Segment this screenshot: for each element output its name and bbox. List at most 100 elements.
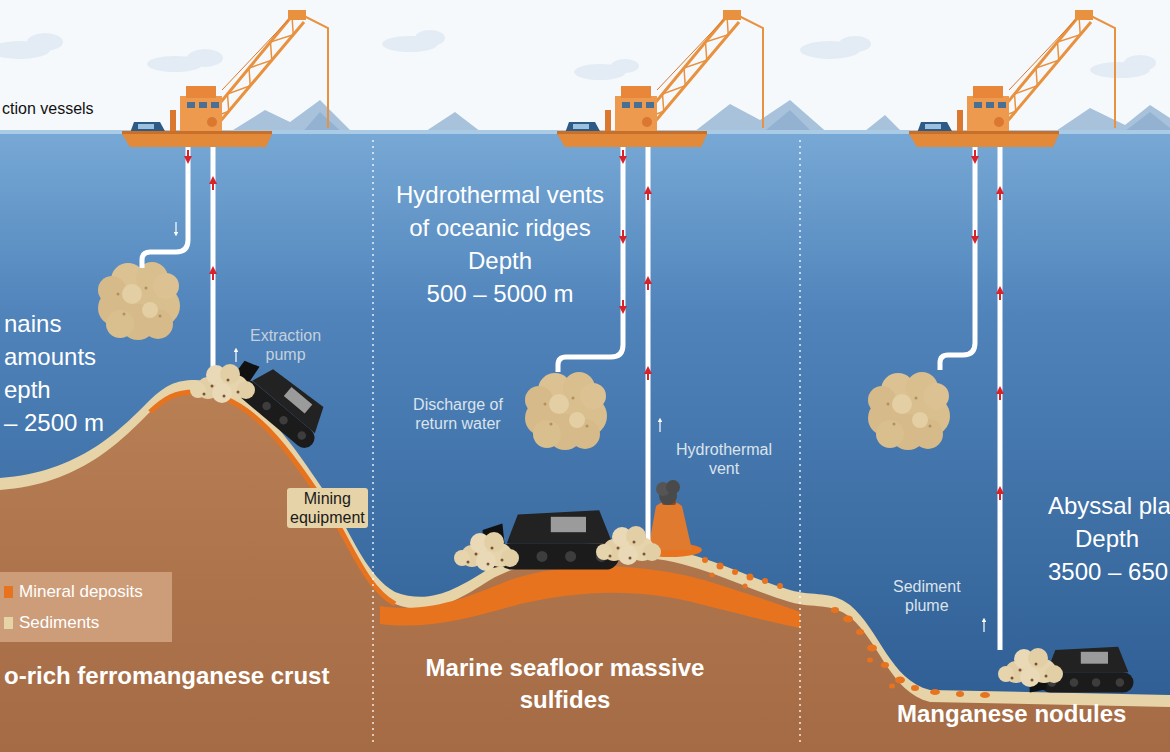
region-heading: Hydrothermal vents of oceanic ridges xyxy=(389,178,611,244)
flow-arrow xyxy=(235,350,236,362)
deposit-title-group: Manganese nodules xyxy=(897,698,1126,730)
mineral-deposits xyxy=(710,573,715,578)
plume-label: Sediment plume xyxy=(893,577,961,615)
legend-box: Mineral depositsSediments xyxy=(0,572,172,642)
panel-column: nains amountsepth– 2500 m o-rich ferroman… xyxy=(0,140,372,752)
flow-arrow xyxy=(999,490,1001,500)
distant-mountains xyxy=(690,100,830,135)
pipe xyxy=(558,147,623,372)
discharge-plume xyxy=(98,262,180,340)
extraction-vessel xyxy=(557,10,763,147)
flow-arrow xyxy=(175,222,176,234)
pipe xyxy=(998,147,1003,650)
pipe xyxy=(940,147,975,370)
extraction-vessel xyxy=(122,10,1115,147)
mineral-deposits xyxy=(856,629,864,635)
mineral-deposits xyxy=(867,645,877,652)
hydrothermal-vent-chimney xyxy=(648,501,692,550)
region-heading: nains amounts xyxy=(4,307,96,373)
vessel-label: ction vessels xyxy=(2,99,94,118)
flow-arrow xyxy=(659,420,660,432)
flow-arrow xyxy=(983,620,984,632)
discharge-plume xyxy=(98,262,950,450)
region-heading-group: Abyssal plaDepth3500 – 650 xyxy=(1048,489,1166,588)
cloud xyxy=(187,49,223,67)
mineral-deposits xyxy=(380,566,800,628)
discharge-plume xyxy=(868,372,950,450)
discharge-label: Discharge of return water xyxy=(408,395,508,433)
legend-text: Mineral deposits xyxy=(19,582,143,602)
flow-arrow xyxy=(999,290,1001,300)
region-heading: epth xyxy=(4,373,104,406)
mineral-deposits xyxy=(717,563,724,570)
mineral-deposits xyxy=(956,691,964,697)
mineral-deposits xyxy=(895,677,905,684)
region-heading: 500 – 5000 m xyxy=(389,277,611,310)
vent-label: Hydrothermal vent xyxy=(676,440,772,478)
deposit-title: Manganese nodules xyxy=(897,698,1126,730)
flow-arrow xyxy=(974,150,976,160)
mineral-deposits xyxy=(831,607,839,613)
mineral-deposits xyxy=(743,584,748,589)
panel-separator xyxy=(799,140,801,745)
flow-arrow xyxy=(622,150,624,160)
deposit-title-group: o-rich ferromanganese crust xyxy=(4,660,329,692)
sediment-dust xyxy=(998,648,1063,687)
panel-separator xyxy=(372,140,374,745)
equipment-label: Mining equipment xyxy=(287,488,368,528)
legend-swatch xyxy=(4,617,13,629)
hydrothermal-vent-chimney xyxy=(666,480,680,494)
pipe xyxy=(211,147,216,370)
cloud xyxy=(0,30,1156,80)
distant-mountains xyxy=(225,100,1170,135)
mineral-deposits xyxy=(702,557,708,563)
region-heading: 3500 – 650 xyxy=(1048,555,1166,588)
legend-text: Sediments xyxy=(19,613,99,633)
mineral-deposits xyxy=(747,574,754,581)
pump-label: Extraction pump xyxy=(250,326,321,364)
mineral-deposits xyxy=(732,569,738,575)
mineral-deposits xyxy=(930,689,940,695)
region-heading-group: nains amountsepth– 2500 m xyxy=(4,307,104,439)
sediment-dust xyxy=(454,532,519,571)
flow-arrow xyxy=(647,370,649,380)
flow-arrow xyxy=(176,150,1000,632)
mineral-deposits xyxy=(889,684,895,689)
mineral-deposits xyxy=(777,583,783,589)
mineral-deposits xyxy=(762,578,768,584)
mineral-deposits xyxy=(980,692,990,698)
flow-arrow xyxy=(974,230,976,240)
cloud xyxy=(839,36,871,52)
mineral-deposits xyxy=(911,685,919,691)
legend-swatch xyxy=(4,586,13,598)
flow-arrow xyxy=(622,230,624,240)
flow-arrow xyxy=(647,280,649,290)
cloud xyxy=(415,30,445,46)
deposit-title: Marine seafloor massive sulfides xyxy=(410,652,720,716)
region-heading: Depth xyxy=(389,244,611,277)
extraction-vessel xyxy=(909,10,1115,147)
region-heading-group: Hydrothermal vents of oceanic ridgesDept… xyxy=(389,178,611,310)
mining-machine xyxy=(225,349,335,452)
region-heading: Depth xyxy=(1048,522,1166,555)
flow-arrow xyxy=(622,300,624,310)
legend-entry: Mineral deposits xyxy=(0,576,172,607)
flow-arrow xyxy=(999,390,1001,400)
sediment-dust xyxy=(596,526,661,565)
panel-separator xyxy=(373,140,800,745)
deposit-title: o-rich ferromanganese crust xyxy=(4,660,329,692)
deposit-title-group: Marine seafloor massive sulfides xyxy=(410,652,720,716)
extraction-vessel xyxy=(122,10,328,147)
discharge-plume xyxy=(525,372,607,450)
region-heading: – 2500 m xyxy=(4,406,104,439)
flow-arrow xyxy=(212,180,214,190)
cloud xyxy=(27,33,63,51)
pipe xyxy=(142,147,188,268)
cloud xyxy=(611,59,639,73)
mineral-deposits xyxy=(843,616,853,623)
mining-machine xyxy=(225,349,1134,692)
